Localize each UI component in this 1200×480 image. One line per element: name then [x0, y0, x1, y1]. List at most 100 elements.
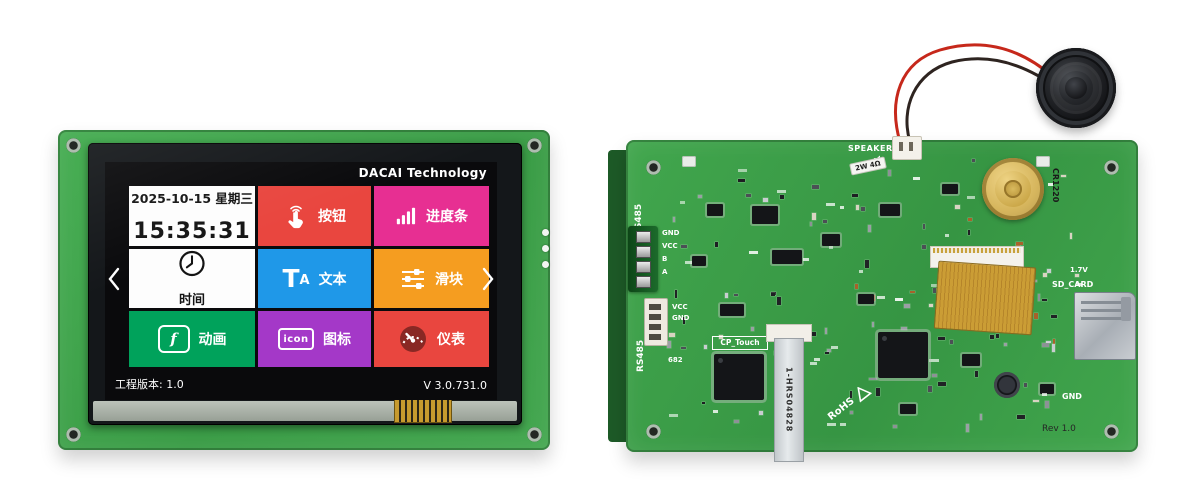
rohs-mark: RoHS: [825, 382, 873, 423]
smd-component: [865, 260, 869, 268]
smd-component: [995, 334, 1000, 339]
smd-component: [812, 212, 817, 221]
ic-component: [858, 294, 874, 304]
smd-component: [1047, 268, 1051, 274]
smd-component: [1060, 174, 1066, 177]
smd-component: [867, 224, 872, 233]
revision-label: Rev 1.0: [1042, 424, 1076, 434]
power-connector: [644, 298, 668, 346]
front-board: DACAI Technology 2025-10-15 星期三 15:35:31…: [58, 130, 550, 450]
tile-gauge-label: 仪表: [437, 332, 465, 348]
silkscreen-mark: [737, 169, 747, 173]
silkscreen-mark: [967, 196, 976, 200]
smd-component: [762, 198, 769, 203]
smd-component: [871, 321, 874, 327]
led-dot: [542, 245, 549, 252]
smd-component: [724, 293, 728, 298]
silkscreen-mark: [1077, 282, 1083, 286]
smd-component: [1041, 298, 1047, 302]
date-text: 2025-10-15 星期三: [131, 191, 253, 206]
smd-component: [932, 287, 936, 294]
smd-component: [675, 289, 678, 298]
prev-icon[interactable]: [108, 267, 120, 295]
silkscreen-mark: [748, 251, 759, 255]
smd-component: [1024, 382, 1027, 388]
smd-component: [734, 419, 740, 423]
smd-component: [922, 244, 926, 250]
silkscreen-mark: [680, 200, 685, 204]
firmware-version-text: V 3.0.731.0: [423, 379, 487, 392]
sd-card-label: SD_CARD: [1052, 280, 1094, 289]
tile-animation[interactable]: f 动画: [129, 311, 255, 367]
smd-component: [849, 410, 854, 415]
silkscreen-mark: [684, 261, 692, 265]
smd-component: [698, 194, 703, 199]
smd-component: [990, 335, 994, 340]
smd-component: [824, 352, 829, 355]
component-layer: RS485 GND VCC B A VCC GND 682 RS485 CP_T…: [626, 136, 1138, 462]
smd-component: [672, 217, 676, 222]
ic-component: [822, 234, 840, 246]
next-icon[interactable]: [482, 267, 494, 295]
progress-bars-icon: [396, 207, 416, 225]
ic-component: [900, 404, 916, 414]
smd-component: [1075, 273, 1080, 278]
mounting-hole: [646, 160, 661, 175]
silkscreen-mark: [930, 283, 940, 287]
smd-component: [810, 331, 817, 336]
tile-gauge[interactable]: 仪表: [374, 311, 489, 367]
smd-component: [758, 411, 763, 416]
coin-battery: [982, 158, 1044, 220]
smd-component: [965, 424, 969, 432]
project-version-text: 工程版本: 1.0: [115, 378, 184, 391]
smd-component: [737, 178, 745, 182]
smd-component: [1046, 340, 1052, 344]
smd-component: [1016, 241, 1023, 245]
ic-component: [752, 206, 778, 224]
tile-progress[interactable]: 进度条: [374, 186, 489, 246]
silkscreen-mark: [669, 414, 678, 418]
animation-icon: f: [157, 325, 190, 353]
silkscreen-mark: [876, 296, 886, 300]
smd-component: [1050, 315, 1058, 319]
back-board: RS485 GND VCC B A VCC GND 682 RS485 CP_T…: [626, 136, 1138, 462]
battery-label: CR1220: [1051, 168, 1060, 203]
tile-slider-label: 滑块: [435, 271, 463, 288]
smd-component: [1045, 401, 1049, 408]
tile-progress-label: 进度条: [426, 209, 468, 225]
smd-component: [811, 184, 820, 189]
tile-time[interactable]: 时间: [129, 249, 255, 308]
smd-component: [975, 370, 979, 377]
silkscreen-mark: [828, 246, 833, 250]
tile-button[interactable]: 按钮: [258, 186, 371, 246]
tile-text-label: 文本: [318, 271, 347, 288]
flex-ribbon-label: 1-HRS04828: [784, 367, 794, 433]
lcd-screen: DACAI Technology 2025-10-15 星期三 15:35:31…: [105, 162, 497, 400]
touch-hand-icon: [288, 205, 303, 229]
smd-component: [979, 414, 982, 421]
mounting-hole: [527, 427, 542, 442]
smd-component: [1032, 399, 1040, 403]
gauge-icon: [400, 326, 426, 352]
tile-icon[interactable]: icon 图标: [258, 311, 371, 367]
pin-label-a: A: [662, 268, 668, 276]
smd-component: [950, 340, 953, 344]
smd-component: [928, 386, 932, 393]
tile-slider[interactable]: 滑块: [374, 249, 489, 308]
smd-component: [704, 344, 708, 350]
smd-component: [770, 293, 776, 296]
tile-datetime[interactable]: 2025-10-15 星期三 15:35:31: [129, 186, 255, 246]
brand-text: DACAI Technology: [358, 166, 487, 180]
sd-card-slot: [1074, 292, 1136, 360]
smd-component: [680, 347, 687, 350]
silkscreen-mark: [827, 423, 836, 427]
speaker-spec-label: 2W 4Ω: [849, 156, 887, 176]
voltage-label: 1.7V: [1070, 266, 1088, 274]
smd-component: [954, 204, 960, 209]
silk-682: 682: [668, 356, 683, 364]
smd-component: [928, 304, 934, 308]
mounting-hole: [527, 138, 542, 153]
smd-component: [967, 217, 972, 222]
